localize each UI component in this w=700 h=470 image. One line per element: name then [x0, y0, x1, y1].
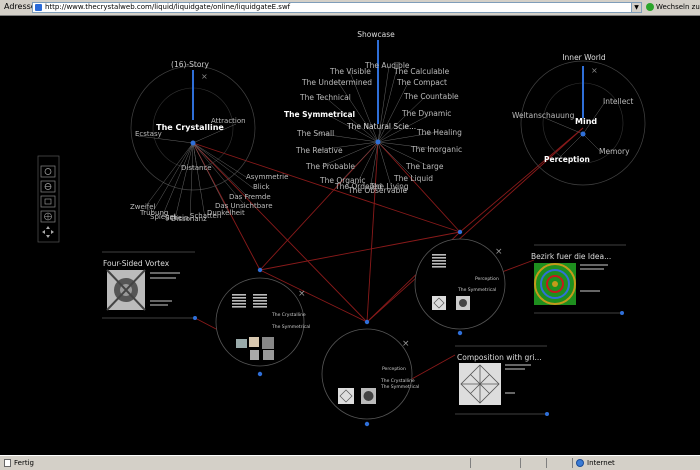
center-cluster-title[interactable]: Showcase [357, 30, 395, 39]
left-item-distance[interactable]: Distance [181, 164, 212, 172]
center-item-dynamic[interactable]: The Dynamic [401, 109, 451, 118]
left-item-attraction[interactable]: Attraction [211, 117, 246, 125]
zone-label: Internet [587, 459, 615, 467]
globe-tool[interactable] [40, 210, 56, 223]
node-left-label-1[interactable]: The Crystalline [271, 312, 306, 318]
status-divider [470, 458, 471, 468]
center-cluster-center[interactable]: The Natural Scie... [346, 122, 416, 131]
left-item-das-unsichtbare[interactable]: Das Unsichtbare [215, 202, 273, 210]
center-item-observable[interactable]: The Observable [347, 186, 407, 195]
right-cluster-center[interactable]: Mind [575, 117, 597, 126]
right-cluster[interactable]: Inner World × Mind Intellect Weltanschau… [512, 53, 646, 186]
close-icon[interactable]: × [298, 289, 306, 299]
globe-icon [576, 459, 584, 467]
left-cluster-center[interactable]: The Crystalline [156, 123, 224, 132]
left-item-spiegel[interactable]: Spiegel [150, 213, 176, 221]
security-zone: Internet [572, 458, 698, 468]
status-bar: Fertig Internet [0, 455, 700, 470]
go-button[interactable]: Wechseln zu [646, 2, 700, 13]
connection-lines [192, 127, 584, 381]
status-divider [546, 458, 547, 468]
center-item-calculable[interactable]: The Calculable [393, 67, 450, 76]
center-item-visible[interactable]: The Visible [329, 67, 371, 76]
url-text: http://www.thecrystalweb.com/liquid/liqu… [45, 3, 291, 11]
card-four-sided-vortex[interactable]: Four-Sided Vortex [102, 251, 197, 320]
right-cluster-title[interactable]: Inner World [562, 53, 606, 62]
left-item-blick[interactable]: Blick [253, 183, 271, 191]
left-item-schein[interactable]: Schein [165, 214, 188, 222]
left-item-dunkelheit[interactable]: Dunkelheit [207, 209, 245, 217]
center-item-symmetrical[interactable]: The Symmetrical [284, 110, 355, 119]
left-item-ecstasy[interactable]: Ecstasy [135, 130, 162, 138]
chevron-down-icon[interactable]: ▼ [631, 3, 641, 12]
center-item-inorganic[interactable]: The Inorganic [410, 145, 462, 154]
node-left[interactable]: × The Crystalline The Symmetrical [215, 267, 310, 377]
center-item-small[interactable]: The Small [296, 129, 334, 138]
center-cluster[interactable]: Showcase The Natural Scie... The Symmetr… [284, 30, 462, 195]
close-icon[interactable]: × [495, 247, 503, 257]
center-item-liquid[interactable]: The Liquid [393, 174, 433, 183]
center-item-ordered[interactable]: The Ordered [334, 182, 382, 191]
left-item-schatten[interactable]: Schatten [190, 212, 221, 220]
node-bottom-label-2[interactable]: The Crystalline [380, 378, 415, 384]
left-item-zweifel[interactable]: Zweifel [130, 203, 156, 211]
left-item-dissonanz[interactable]: Dissonanz [171, 215, 207, 223]
center-item-living[interactable]: The Living [369, 182, 409, 191]
center-item-relative[interactable]: The Relative [295, 146, 343, 155]
right-item-weltanschauung[interactable]: Weltanschauung [512, 111, 575, 120]
go-arrow-icon [646, 3, 654, 11]
right-item-perception[interactable]: Perception [544, 155, 590, 164]
card-composition-title[interactable]: Composition with gri... [457, 353, 542, 362]
card-vortex-title[interactable]: Four-Sided Vortex [103, 259, 170, 268]
go-label: Wechseln zu [656, 3, 700, 11]
close-icon[interactable]: × [201, 72, 208, 81]
close-icon[interactable]: × [402, 339, 410, 349]
center-item-undetermined[interactable]: The Undetermined [301, 78, 372, 87]
card-bezirk[interactable]: Bezirk fuer die Idea... [531, 244, 626, 315]
center-item-countable[interactable]: The Countable [403, 92, 459, 101]
status-text: Fertig [14, 459, 34, 467]
node-bottom-label-3[interactable]: The Symmetrical [380, 384, 419, 390]
left-item-asymmetrie[interactable]: Asymmetrie [246, 173, 288, 181]
node-right-label-2[interactable]: The Symmetrical [457, 287, 496, 293]
node-right-label-1[interactable]: Perception [475, 276, 499, 282]
url-input[interactable]: http://www.thecrystalweb.com/liquid/liqu… [32, 2, 642, 13]
right-item-memory[interactable]: Memory [599, 147, 630, 156]
toolbox[interactable] [37, 155, 60, 243]
card-composition[interactable]: Composition with gri... [455, 345, 549, 416]
move-icon[interactable] [42, 226, 54, 238]
status-divider [520, 458, 521, 468]
center-item-healing[interactable]: The Healing [416, 128, 462, 137]
box-tool[interactable] [40, 195, 56, 208]
center-item-organic[interactable]: The Organic [319, 176, 366, 185]
right-item-intellect[interactable]: Intellect [603, 97, 633, 106]
center-item-compact[interactable]: The Compact [396, 78, 447, 87]
target-tool[interactable] [40, 165, 56, 178]
left-item-truebung[interactable]: Trübung [139, 209, 168, 217]
node-bottom-label-1[interactable]: Perception [382, 366, 406, 372]
layers-tool[interactable] [40, 180, 56, 193]
address-bar: Adresse http://www.thecrystalweb.com/liq… [0, 0, 700, 16]
left-cluster[interactable]: (16)-Story × The Crystalline Attraction … [130, 60, 288, 223]
left-item-das-fremde[interactable]: Das Fremde [229, 193, 271, 201]
close-icon[interactable]: × [591, 66, 598, 75]
center-item-audible[interactable]: The Audible [364, 61, 410, 70]
flash-stage[interactable]: (16)-Story × The Crystalline Attraction … [0, 16, 700, 455]
center-item-probable[interactable]: The Probable [305, 162, 355, 171]
page-icon [35, 4, 42, 11]
center-item-technical[interactable]: The Technical [299, 93, 351, 102]
left-cluster-title[interactable]: (16)-Story [171, 60, 209, 69]
node-left-label-2[interactable]: The Symmetrical [271, 324, 310, 330]
node-bottom[interactable]: × Perception The Crystalline The Symmetr… [321, 319, 419, 427]
liquidgate-canvas[interactable]: (16)-Story × The Crystalline Attraction … [0, 16, 700, 455]
card-bezirk-title[interactable]: Bezirk fuer die Idea... [531, 252, 611, 261]
center-item-large[interactable]: The Large [405, 162, 444, 171]
page-done-icon [4, 459, 11, 467]
node-right[interactable]: × Perception The Symmetrical [414, 229, 506, 336]
address-label: Adresse [4, 2, 36, 11]
